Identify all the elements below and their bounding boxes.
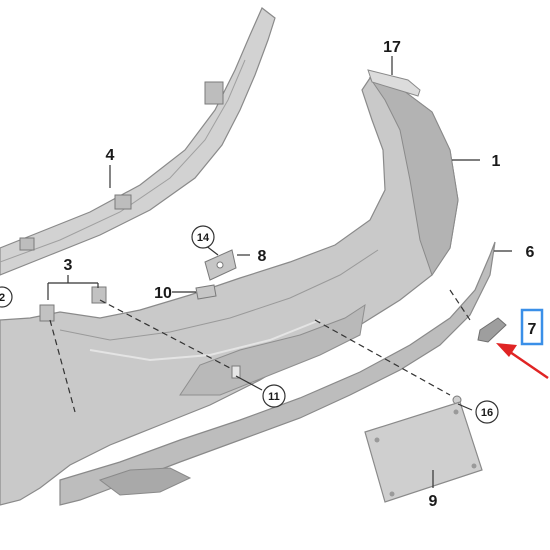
bumper-shell-part-1	[0, 77, 459, 506]
trim-strip-part-17	[367, 69, 421, 97]
red-arrow	[496, 343, 549, 380]
bracket-part-8	[204, 249, 237, 281]
callout-10: 10	[154, 285, 172, 302]
circled-callout-11: 11	[262, 384, 286, 408]
reflector-part-7	[477, 317, 507, 343]
circled-callout-2: 2	[0, 286, 13, 308]
callout-1: 1	[492, 153, 501, 170]
plate-part-10	[195, 284, 217, 300]
assembly-lines	[49, 289, 471, 413]
callout-8: 8	[258, 248, 267, 265]
callout-2: 2	[0, 292, 5, 304]
callout-4: 4	[106, 147, 115, 164]
upper-bracket-part-4	[0, 7, 276, 276]
callout-14: 14	[197, 232, 210, 244]
clip-part-11	[231, 365, 241, 379]
callout-11: 11	[268, 391, 280, 403]
callout-16: 16	[481, 407, 493, 419]
highlight-box-callout-7	[520, 308, 544, 346]
clips-part-3	[39, 286, 107, 322]
callout-7: 7	[528, 321, 537, 338]
callout-9: 9	[429, 493, 438, 510]
leader-lines	[47, 56, 512, 488]
circled-callout-16: 16	[475, 400, 499, 424]
license-plate-holder-part-9	[364, 401, 483, 503]
callout-17: 17	[383, 39, 401, 56]
circled-callout-14: 14	[191, 225, 215, 249]
callout-6: 6	[526, 244, 535, 261]
callout-3: 3	[64, 257, 73, 274]
